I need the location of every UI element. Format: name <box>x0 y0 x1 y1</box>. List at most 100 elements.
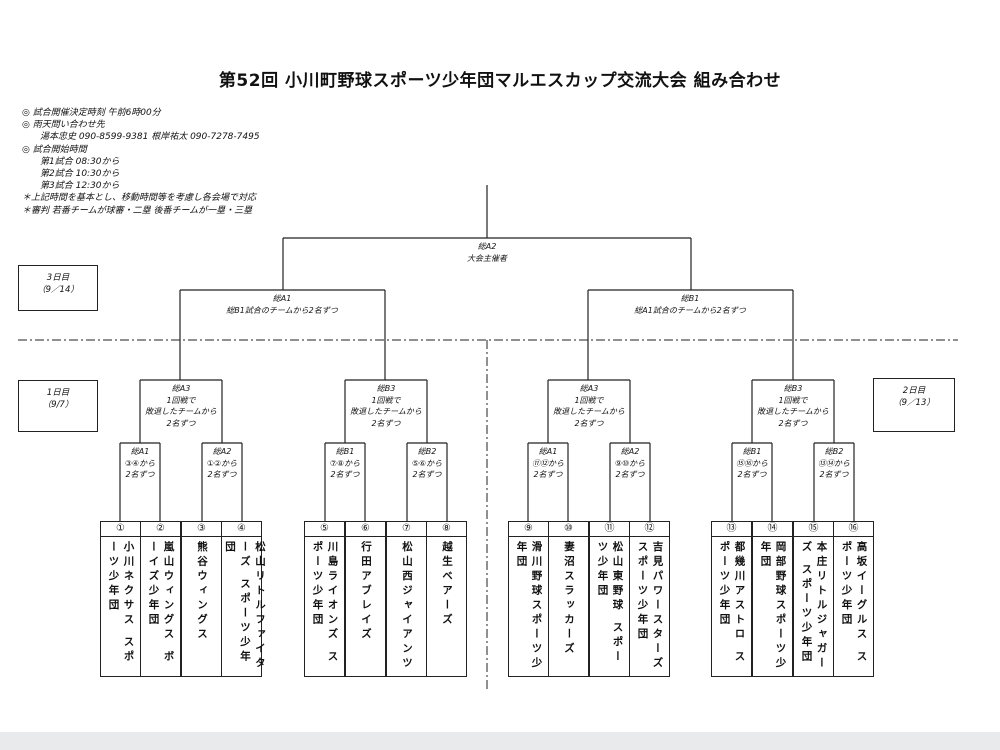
first-round-line: ⑤⑥から <box>411 458 443 468</box>
semi-left-label: 総A1 総B1試合のチームから2名ずつ <box>202 293 362 316</box>
team-box: ⑤ 川島ライオンズ スポーツ少年団 <box>304 521 345 677</box>
first-round-line: 2名ずつ <box>330 470 360 479</box>
semi-right-name: 総B1 <box>680 294 700 303</box>
team-box: ① 小川ネクサス スポーツ少年団 <box>100 521 141 677</box>
info-line: 湯本忠史 090-8599-9381 根岸祐太 090-7278-7495 <box>40 132 260 143</box>
first-round-label: 総A1 ⑪⑫から 2名ずつ <box>528 446 568 481</box>
team-name: 岡部野球スポーツ少年団 <box>759 541 787 672</box>
final-label: 総A2 大会主催者 <box>437 241 537 264</box>
first-round-label: 総B1 ⑮⑯から 2名ずつ <box>732 446 772 481</box>
team-number: ⑯ <box>834 522 873 537</box>
day1-date: （9/7） <box>42 400 74 410</box>
page-title: 第52回 小川町野球スポーツ少年団マルエスカップ交流大会 組み合わせ <box>218 71 782 91</box>
day2-label: 2日目 <box>902 386 926 396</box>
day3-date: （9／14） <box>37 285 79 295</box>
team-name: 吉見パワースターズ スポーツ少年団 <box>636 541 664 672</box>
team-box: ③ 熊谷ウィングス <box>181 521 222 677</box>
team-name: 川島ライオンズ スポーツ少年団 <box>311 541 339 665</box>
first-round-line: ①②から <box>206 458 238 468</box>
quarter-line: 2名ずつ <box>778 418 808 428</box>
team-number: ⑬ <box>712 522 751 537</box>
info-line: ◎ 試合開催決定時刻 午前6時00分 <box>22 108 161 118</box>
first-round-name: 総B2 <box>417 447 437 456</box>
team-number: ④ <box>222 522 261 537</box>
first-round-label: 総A1 ③④から 2名ずつ <box>120 446 160 481</box>
team-number: ⑩ <box>549 522 588 537</box>
quarter-name: 総B3 <box>783 384 803 393</box>
quarter-line: 2名ずつ <box>166 418 196 428</box>
team-box: ⑧ 越生ベアーズ <box>426 521 467 677</box>
team-name: 妻沼スラッカーズ <box>563 541 575 657</box>
team-box: ⑥ 行田アブレイズ <box>345 521 386 677</box>
day2-box: 2日目 （9／13） <box>873 378 955 432</box>
first-round-label: 総B1 ⑦⑧から 2名ずつ <box>325 446 365 481</box>
first-round-name: 総A2 <box>620 447 640 456</box>
team-name: 滑川野球スポーツ少年団 <box>515 541 543 672</box>
team-number: ⑫ <box>630 522 669 537</box>
team-number: ⑥ <box>346 522 385 537</box>
team-number: ⑨ <box>509 522 548 537</box>
quarter-label: 総B3 1回戦で 敗退したチームから 2名ずつ <box>346 383 426 429</box>
quarter-line: 敗退したチームから <box>145 407 217 416</box>
day2-date: （9／13） <box>893 398 935 408</box>
bracket-lines <box>18 185 958 690</box>
viewer-bottom-bar <box>0 732 1000 750</box>
semi-right-label: 総B1 総A1試合のチームから2名ずつ <box>610 293 770 316</box>
first-round-line: ⑦⑧から <box>329 458 361 468</box>
first-round-line: 2名ずつ <box>207 470 237 479</box>
team-name: 松山リトルファイターズ スポーツ少年団 <box>224 541 266 672</box>
first-round-line: 2名ずつ <box>412 470 442 479</box>
first-round-label: 総A2 ⑨⑩から 2名ずつ <box>610 446 650 481</box>
first-round-line: ⑨⑩から <box>614 458 646 468</box>
team-number: ⑪ <box>590 522 629 537</box>
first-round-label: 総B2 ⑤⑥から 2名ずつ <box>407 446 447 481</box>
team-number: ⑭ <box>753 522 792 537</box>
day3-box: 3日目 （9／14） <box>18 265 98 311</box>
first-round-name: 総B2 <box>824 447 844 456</box>
first-round-name: 総A2 <box>212 447 232 456</box>
info-line: ＊審判 若番チームが球審・二塁 後番チームが一塁・三塁 <box>22 205 253 216</box>
quarter-line: 敗退したチームから <box>350 407 422 416</box>
team-name: 松山東野球 スポーツ少年団 <box>596 541 624 665</box>
team-number: ⑤ <box>305 522 344 537</box>
team-number: ① <box>101 522 140 537</box>
team-name: 本庄リトルジャガーズ スポーツ少年団 <box>800 541 828 672</box>
first-round-line: ⑪⑫から <box>532 458 564 468</box>
semi-left-name: 総A1 <box>272 294 292 303</box>
team-number: ⑧ <box>427 522 466 537</box>
first-round-line: 2名ずつ <box>737 470 767 479</box>
quarter-label: 総A3 1回戦で 敗退したチームから 2名ずつ <box>141 383 221 429</box>
team-name: 小川ネクサス スポーツ少年団 <box>107 541 135 665</box>
first-round-line: 2名ずつ <box>125 470 155 479</box>
info-line: ◎ 雨天問い合わせ先 <box>22 120 105 131</box>
first-round-line: ⑮⑯から <box>736 458 768 468</box>
day1-label: 1日目 <box>46 388 70 398</box>
first-round-line: 2名ずつ <box>819 470 849 479</box>
first-round-label: 総A2 ①②から 2名ずつ <box>202 446 242 481</box>
team-box: ④ 松山リトルファイターズ スポーツ少年団 <box>221 521 266 677</box>
first-round-line: 2名ずつ <box>533 470 563 479</box>
quarter-line: 1回戦で <box>166 395 196 405</box>
quarter-line: 1回戦で <box>574 395 604 405</box>
first-round-line: ⑬⑭から <box>818 458 850 468</box>
day3-label: 3日目 <box>46 273 70 283</box>
semi-left-note: 総B1試合のチームから2名ずつ <box>226 305 338 315</box>
quarter-line: 1回戦で <box>778 395 808 405</box>
info-line: 第3試合 12:30から <box>40 181 120 192</box>
info-line: 第2試合 10:30から <box>40 169 120 180</box>
quarter-name: 総B3 <box>376 384 396 393</box>
team-box: ⑩ 妻沼スラッカーズ <box>548 521 589 677</box>
first-round-line: 2名ずつ <box>615 470 645 479</box>
team-number: ⑮ <box>794 522 833 537</box>
quarter-label: 総A3 1回戦で 敗退したチームから 2名ずつ <box>549 383 629 429</box>
info-line: ◎ 試合開始時間 <box>22 144 87 155</box>
info-line: 第1試合 08:30から <box>40 156 120 167</box>
team-name: 熊谷ウィングス <box>196 541 208 643</box>
final-name: 総A2 <box>477 242 497 251</box>
team-name: 行田アブレイズ <box>360 541 372 643</box>
team-box: ⑪ 松山東野球 スポーツ少年団 <box>589 521 630 677</box>
team-name: 都幾川アストロ スポーツ少年団 <box>718 541 746 665</box>
team-box: ⑨ 滑川野球スポーツ少年団 <box>508 521 549 677</box>
semi-right-note: 総A1試合のチームから2名ずつ <box>634 305 746 315</box>
quarter-line: 敗退したチームから <box>553 407 625 416</box>
